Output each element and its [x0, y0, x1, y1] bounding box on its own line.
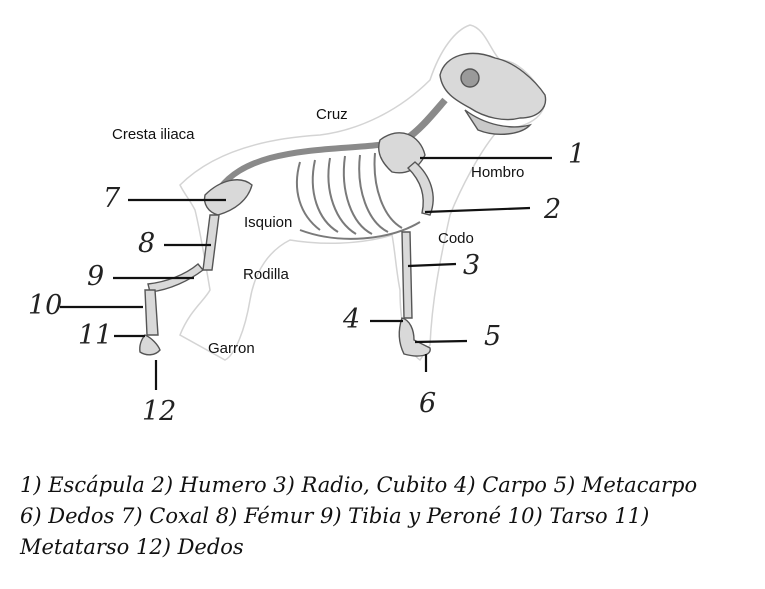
legend-line: Metatarso 12) Dedos [20, 532, 760, 563]
femur [203, 215, 219, 270]
hind-paw [140, 335, 160, 355]
label-codo: Codo [438, 230, 474, 247]
leader-3 [408, 264, 456, 266]
pelvis [205, 180, 252, 215]
label-hombro: Hombro [471, 164, 524, 181]
hind-metatarsus [145, 290, 158, 335]
callout-3: 3 [463, 252, 480, 279]
legend-line: 1) Escápula 2) Humero 3) Radio, Cubito 4… [20, 470, 760, 501]
label-isquion: Isquion [244, 214, 292, 231]
label-rodilla: Rodilla [243, 266, 289, 283]
legend-caption: 1) Escápula 2) Humero 3) Radio, Cubito 4… [20, 470, 760, 563]
callout-12: 12 [142, 398, 176, 425]
humerus [408, 162, 433, 215]
leader-5 [415, 341, 467, 342]
label-cruz: Cruz [316, 106, 348, 123]
skull [440, 53, 546, 119]
callout-5: 5 [484, 323, 501, 350]
callout-4: 4 [343, 306, 360, 333]
label-cresta-iliaca: Cresta iliaca [112, 126, 195, 143]
callout-10: 10 [28, 292, 62, 319]
front-paw [399, 318, 430, 356]
callout-7: 7 [103, 185, 120, 212]
callout-1: 1 [568, 141, 585, 168]
callout-2: 2 [544, 196, 561, 223]
neck-vertebrae [405, 100, 445, 140]
label-garron: Garron [208, 340, 255, 357]
legend-line: 6) Dedos 7) Coxal 8) Fémur 9) Tibia y Pe… [20, 501, 760, 532]
leader-2 [425, 208, 530, 212]
callout-6: 6 [419, 390, 436, 417]
callout-11: 11 [78, 322, 112, 349]
callout-8: 8 [138, 230, 155, 257]
callout-9: 9 [87, 263, 104, 290]
radius-ulna [402, 232, 412, 318]
